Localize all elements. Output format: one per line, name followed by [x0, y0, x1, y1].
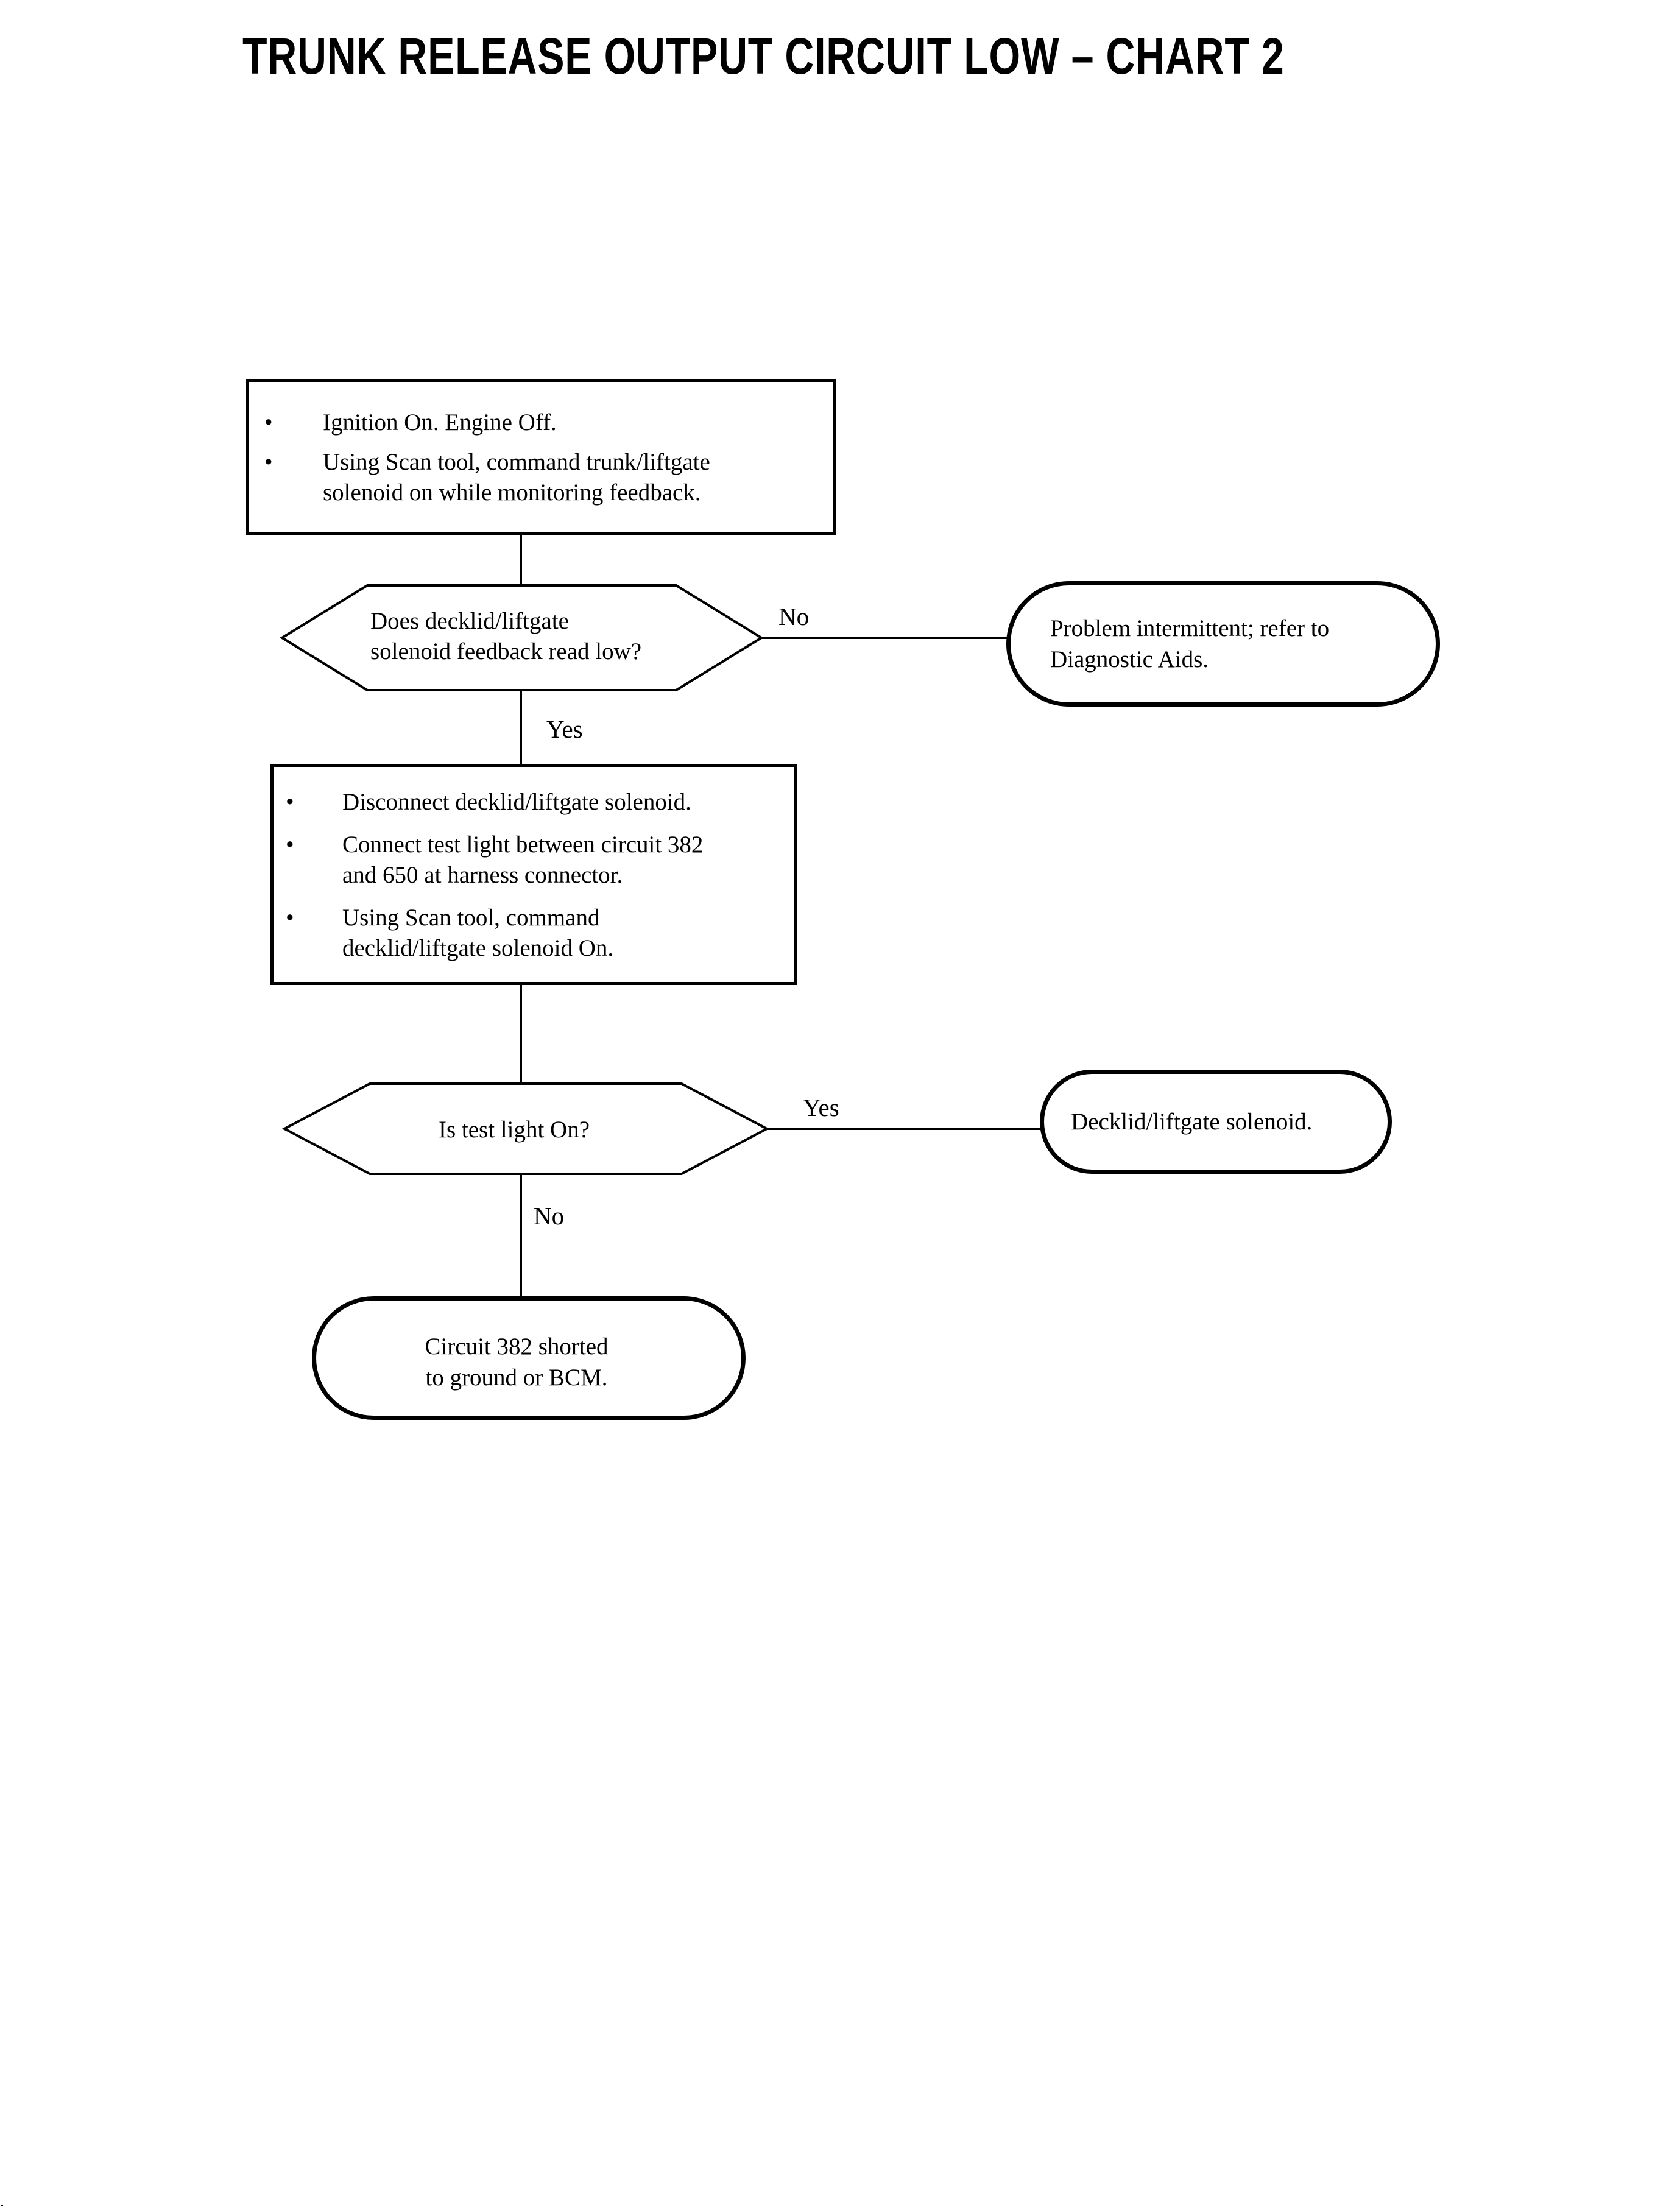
bullet-icon: • [286, 831, 294, 858]
bullet-icon: • [286, 905, 294, 931]
branch-label-no-1: No [778, 602, 810, 630]
scan-speck [1, 2205, 3, 2206]
decision1-hexagon [280, 584, 764, 691]
step-box-ignition: • Ignition On. Engine Off. • Using Scan … [246, 379, 836, 535]
list-item: • Ignition On. Engine Off. [264, 408, 821, 438]
page-title: TRUNK RELEASE OUTPUT CIRCUIT LOW – CHART… [242, 27, 1285, 85]
list-item: • Disconnect decklid/liftgate solenoid. [286, 787, 784, 817]
list-item-text: Connect test light between circuit 382 a… [342, 831, 704, 888]
list-item-text: Ignition On. Engine Off. [323, 409, 557, 436]
bullet-icon: • [286, 789, 294, 815]
terminal-problem-intermittent: Problem intermittent; refer to Diagnosti… [1006, 581, 1440, 707]
list-item: • Connect test light between circuit 382… [286, 830, 784, 891]
bullet-icon: • [264, 409, 273, 436]
decision2-text: Is test light On? [438, 1117, 590, 1143]
list-item-text: Using Scan tool, command trunk/liftgate … [323, 449, 710, 506]
list-item: • Using Scan tool, command trunk/liftgat… [264, 447, 821, 508]
terminal-circuit-shorted: Circuit 382 shorted to ground or BCM. [312, 1296, 746, 1420]
list-item-text: Using Scan tool, command decklid/liftgat… [342, 905, 614, 961]
decision1-text: Does decklid/liftgate solenoid feedback … [370, 608, 642, 665]
list-item: • Using Scan tool, command decklid/liftg… [286, 903, 784, 964]
step-box-test-light-items: • Disconnect decklid/liftgate solenoid. … [274, 767, 794, 964]
branch-label-yes-2: Yes [803, 1093, 839, 1121]
step-box-ignition-items: • Ignition On. Engine Off. • Using Scan … [249, 382, 833, 508]
terminal-decklid-solenoid: Decklid/liftgate solenoid. [1040, 1070, 1392, 1174]
bullet-icon: • [264, 449, 273, 475]
list-item-text: Disconnect decklid/liftgate solenoid. [342, 789, 691, 815]
branch-label-no-2: No [534, 1202, 565, 1230]
branch-label-yes-1: Yes [546, 715, 583, 743]
step-box-test-light: • Disconnect decklid/liftgate solenoid. … [270, 764, 797, 985]
decision2-hexagon [281, 1082, 770, 1175]
